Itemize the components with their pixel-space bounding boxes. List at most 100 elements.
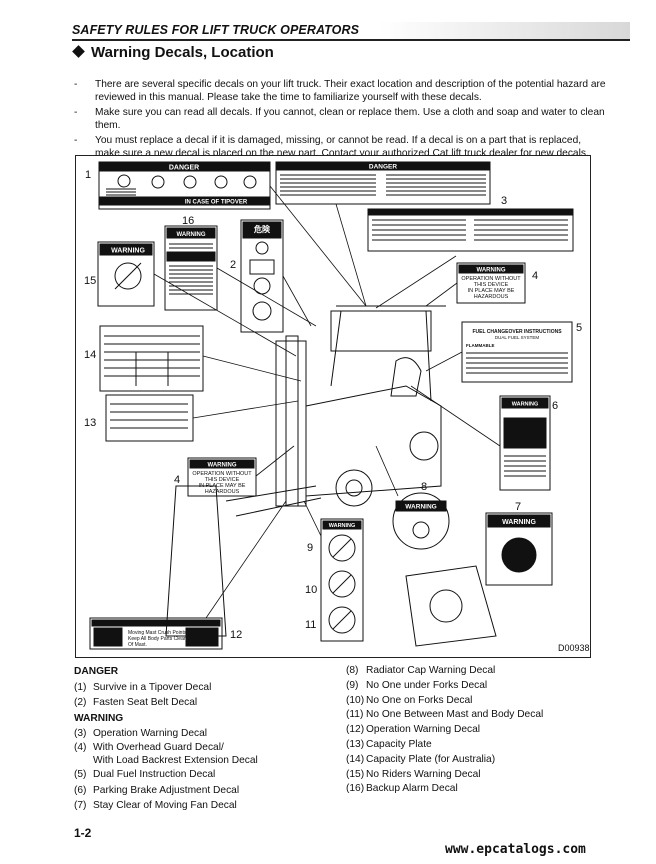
callout-7: 7	[515, 501, 521, 513]
callout-4: 4	[532, 270, 538, 282]
callout-14: 14	[84, 349, 96, 361]
callout-4b: 4	[174, 474, 180, 486]
decal-1-tipover-title: IN CASE OF TIPOVER	[185, 200, 248, 206]
decal-4b-load-backrest: WARNING OPERATION WITHOUT THIS DEVICE IN…	[188, 458, 256, 496]
callout-13: 13	[84, 417, 96, 429]
running-header: SAFETY RULES FOR LIFT TRUCK OPERATORS	[72, 22, 630, 41]
decal-16-warning-label: WARNING	[177, 232, 206, 238]
legend-text: Operation Warning Decal	[93, 728, 207, 739]
callout-3: 3	[501, 195, 507, 207]
legend-text: With Overhead Guard Decal/	[93, 742, 224, 753]
legend-text: No One under Forks Decal	[366, 680, 487, 691]
decal-4-overhead-guard: WARNING OPERATION WITHOUT THIS DEVICE IN…	[457, 263, 525, 303]
legend-text: Capacity Plate (for Australia)	[366, 754, 495, 765]
decal-4b-line-4: HAZARDOUS	[205, 489, 240, 495]
legend-num: (8)	[346, 664, 366, 679]
decal-6-parking-brake: WARNING	[500, 396, 550, 490]
callout-5: 5	[576, 322, 582, 334]
decal-5-dual-fuel: FUEL CHANGEOVER INSTRUCTIONS DUAL FUEL S…	[462, 322, 572, 382]
legend-item: (15)No Riders Warning Decal	[346, 768, 543, 783]
watermark-url: www.epcatalogs.com	[445, 842, 586, 857]
legend-item: (12)Operation Warning Decal	[346, 723, 543, 738]
decal-location-figure: DANGER IN CASE OF TIPOVER DANGER WARNING	[75, 155, 591, 658]
callout-12: 12	[230, 629, 242, 641]
legend-item: (10)No One on Forks Decal	[346, 694, 543, 709]
decal-14-capacity-plate-australia	[100, 326, 203, 391]
legend-text: Radiator Cap Warning Decal	[366, 665, 495, 676]
legend-num: (4)	[74, 742, 93, 754]
intro-bullets: There are several specific decals on you…	[74, 78, 606, 161]
legend-item: (2)Fasten Seat Belt Decal	[74, 695, 258, 711]
decal-5-flammable: FLAMMABLE	[466, 343, 495, 348]
legend-right: (8)Radiator Cap Warning Decal (9)No One …	[346, 664, 543, 797]
legend-left: DANGER (1)Survive in a Tipover Decal (2)…	[74, 664, 258, 814]
decal-12-mast-crush: Moving Mast Crush Points. Keep All Body …	[90, 618, 222, 649]
legend-text: Capacity Plate	[366, 739, 432, 750]
legend-item: (5)Dual Fuel Instruction Decal	[74, 767, 258, 783]
decal-2-cn-label: 危険	[253, 224, 271, 234]
page-number: 1-2	[74, 826, 91, 840]
legend-item: With Load Backrest Extension Decal	[74, 754, 258, 767]
legend-text: Operation Warning Decal	[366, 724, 480, 735]
legend-num: (11)	[346, 708, 366, 723]
legend-item: (1)Survive in a Tipover Decal	[74, 680, 258, 696]
callout-15: 15	[84, 275, 96, 287]
decal-5-sub: DUAL FUEL SYSTEM	[495, 335, 539, 340]
legend-danger-heading: DANGER	[74, 664, 258, 680]
decal-7-warning-label: WARNING	[502, 519, 536, 526]
callout-6: 6	[552, 400, 558, 412]
callout-9: 9	[307, 542, 313, 554]
legend-num: (1)	[74, 680, 93, 696]
legend-num: (13)	[346, 738, 366, 753]
callout-10: 10	[305, 584, 317, 596]
decal-16-backup-alarm: WARNING	[165, 226, 217, 310]
legend-item: (3)Operation Warning Decal	[74, 726, 258, 742]
decal-9-warning-label: WARNING	[329, 523, 356, 529]
legend-item: (9)No One under Forks Decal	[346, 679, 543, 694]
legend-text: Backup Alarm Decal	[366, 783, 458, 794]
legend-num: (3)	[74, 726, 93, 742]
legend-text: No One on Forks Decal	[366, 695, 472, 706]
legend-text: No Riders Warning Decal	[366, 769, 481, 780]
legend-text: Stay Clear of Moving Fan Decal	[93, 800, 237, 811]
legend-num: (15)	[346, 768, 366, 783]
decal-12-line-3: Of Mast.	[128, 642, 147, 648]
decal-7-moving-fan: WARNING	[486, 513, 552, 585]
legend-item: (4)With Overhead Guard Decal/	[74, 742, 258, 754]
legend-item: (16)Backup Alarm Decal	[346, 782, 543, 797]
legend-item: (7)Stay Clear of Moving Fan Decal	[74, 798, 258, 814]
legend-num: (9)	[346, 679, 366, 694]
diamond-bullet-icon	[72, 45, 85, 58]
decal-2-seat-belt: 危険	[241, 220, 283, 332]
bullet-item: There are several specific decals on you…	[74, 78, 606, 105]
decal-6-warning-label: WARNING	[512, 402, 539, 408]
running-title: SAFETY RULES FOR LIFT TRUCK OPERATORS	[72, 23, 359, 37]
figure-drawing: DANGER IN CASE OF TIPOVER DANGER WARNING	[76, 156, 590, 657]
figure-id: D00938	[558, 643, 590, 653]
decal-13-capacity-plate	[106, 395, 193, 441]
legend-text: With Load Backrest Extension Decal	[93, 755, 258, 766]
bullet-item: Make sure you can read all decals. If yo…	[74, 106, 606, 133]
decal-15-warning-label: WARNING	[111, 248, 145, 255]
callout-8: 8	[421, 481, 427, 493]
legend-item: (14)Capacity Plate (for Australia)	[346, 753, 543, 768]
legend-text: Survive in a Tipover Decal	[93, 682, 211, 693]
legend-num: (12)	[346, 723, 366, 738]
callout-1: 1	[85, 169, 91, 181]
legend-text: No One Between Mast and Body Decal	[366, 709, 543, 720]
callout-2: 2	[230, 259, 236, 271]
callout-11: 11	[305, 619, 316, 631]
legend-num: (6)	[74, 783, 93, 799]
decal-4-warning-label: WARNING	[477, 268, 506, 274]
legend-item: (11)No One Between Mast and Body Decal	[346, 708, 543, 723]
decals-9-11-forks: WARNING	[321, 519, 363, 641]
legend-text: Parking Brake Adjustment Decal	[93, 785, 239, 796]
legend-num: (14)	[346, 753, 366, 768]
legend-num: (10)	[346, 694, 366, 709]
legend-num: (2)	[74, 695, 93, 711]
decal-8-warning-label: WARNING	[405, 504, 436, 511]
legend-text: Fasten Seat Belt Decal	[93, 697, 197, 708]
section-title: Warning Decals, Location	[74, 44, 274, 61]
legend-item: (6)Parking Brake Adjustment Decal	[74, 783, 258, 799]
legend-num: (7)	[74, 798, 93, 814]
